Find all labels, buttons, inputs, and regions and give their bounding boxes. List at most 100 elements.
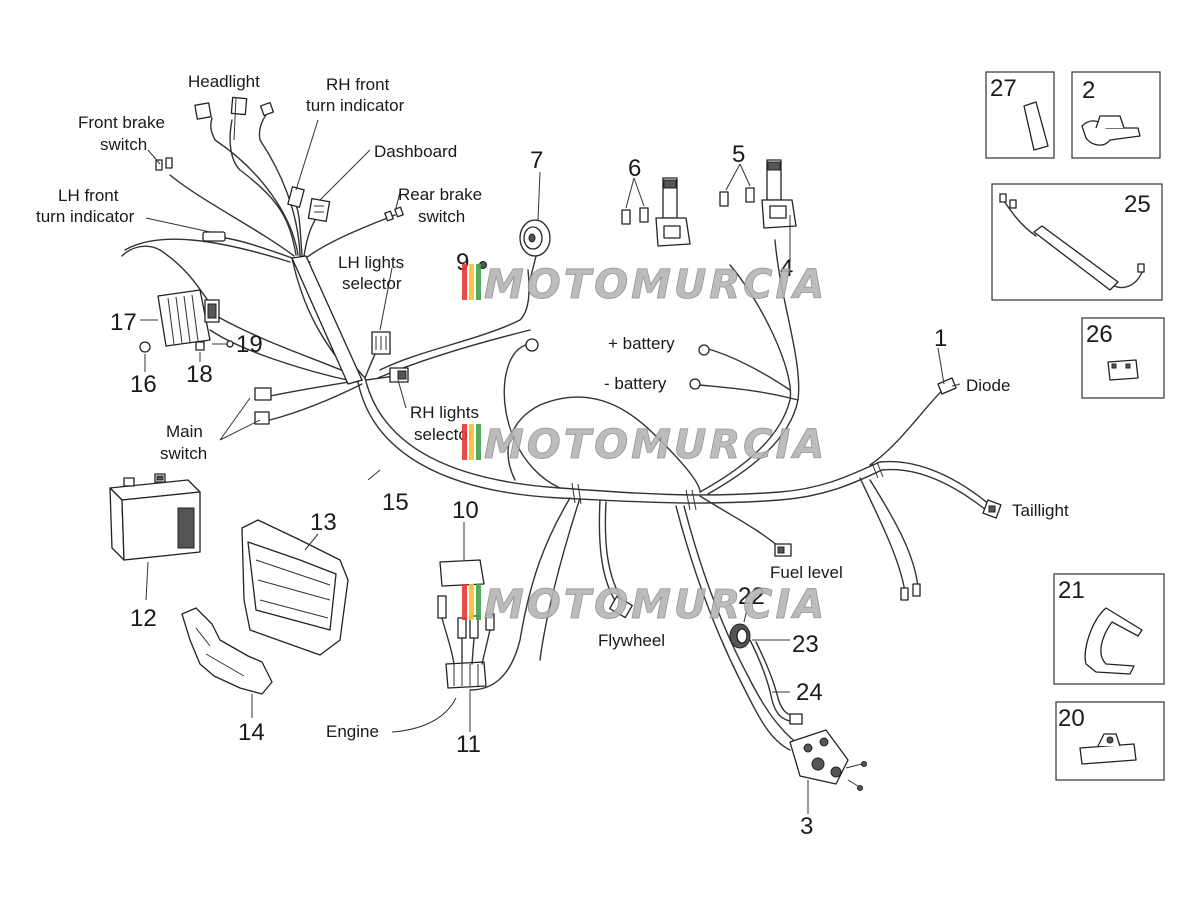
watermark-3: MOTOMURCIA: [462, 582, 827, 628]
label-taillight: Taillight: [1012, 501, 1069, 520]
part-numbers: 1 2 3 4 5 6 7 9 10 11 12 13 14 15 16 17 …: [110, 75, 1151, 840]
watermark-stripe-red: [462, 584, 467, 620]
bracket-part-14: [181, 607, 273, 718]
box-part-2: [1071, 71, 1161, 159]
label-battery-plus: + battery: [608, 334, 675, 353]
part-number-1: 1: [934, 325, 947, 352]
main-switch-connectors: [254, 387, 272, 425]
watermark-stripe-yellow: [469, 424, 474, 460]
relay-part-10: [439, 522, 485, 587]
ignition-switch-part-3: [789, 729, 867, 814]
box-part-26: [1081, 317, 1165, 399]
lh-lights-selector-connector: [371, 331, 391, 355]
fuel-level-connector: [774, 543, 792, 557]
part-number-14: 14: [238, 719, 265, 746]
label-rh-front-turn-2: turn indicator: [306, 96, 405, 115]
fuses-part-6: [621, 177, 649, 225]
box-part-25: [991, 183, 1163, 301]
front-brake-switch-connector: [155, 157, 173, 171]
label-rear-brake-1: Rear brake: [398, 185, 482, 204]
fuse-holder-right: [761, 159, 797, 255]
label-headlight: Headlight: [188, 72, 260, 91]
battery-part-12: [109, 473, 201, 601]
part-number-18: 18: [186, 361, 213, 388]
watermark-stripe-yellow: [469, 264, 474, 300]
battery-terminals: [525, 338, 710, 390]
watermark-stripe-red: [462, 264, 467, 300]
label-rh-lights-2: selector: [414, 425, 474, 444]
connector-block-part-11: [391, 595, 495, 733]
part-number-4: 4: [780, 255, 793, 282]
rh-lights-selector-connector: [389, 367, 409, 383]
part-number-17: 17: [110, 309, 137, 336]
box-part-20: [1055, 701, 1165, 781]
watermark-2: MOTOMURCIA: [462, 422, 827, 468]
label-diode: Diode: [966, 376, 1010, 395]
part-number-2: 2: [1082, 77, 1095, 104]
headlight-connectors: [194, 96, 275, 120]
fuse-holder-left: [655, 177, 691, 247]
label-fuel-level: Fuel level: [770, 563, 843, 582]
washer-part-18: [195, 341, 205, 362]
part-number-24: 24: [796, 679, 823, 706]
part-number-22: 22: [738, 583, 765, 610]
grommet-part-23: [729, 604, 790, 649]
part-number-21: 21: [1058, 577, 1085, 604]
part-number-10: 10: [452, 497, 479, 524]
part-number-12: 12: [130, 605, 157, 632]
label-dashboard: Dashboard: [374, 142, 457, 161]
rear-small-connectors: [900, 583, 921, 601]
label-rh-front-turn-1: RH front: [326, 75, 390, 94]
label-lh-front-turn-1: LH front: [58, 186, 119, 205]
part-number-16: 16: [130, 371, 157, 398]
label-main-switch-2: switch: [160, 444, 207, 463]
dashboard-connector: [307, 197, 331, 223]
part-number-11: 11: [456, 731, 481, 758]
watermark-stripe-green: [476, 424, 481, 460]
box-part-21: [1053, 573, 1165, 685]
label-flywheel: Flywheel: [598, 631, 665, 650]
cable-part-24: [749, 639, 803, 725]
watermark-text: MOTOMURCIA: [484, 582, 827, 628]
part-number-19: 19: [236, 331, 263, 358]
label-front-brake-1: Front brake: [78, 113, 165, 132]
watermark-stripe-green: [476, 264, 481, 300]
rear-brake-switch-connector: [384, 206, 404, 222]
text-labels: Headlight RH front turn indicator Front …: [36, 72, 1069, 741]
rh-front-turn-connector: [287, 186, 305, 208]
watermark-stripe-yellow: [469, 584, 474, 620]
watermark-text: MOTOMURCIA: [484, 262, 827, 308]
part-number-20: 20: [1058, 705, 1085, 732]
part-number-26: 26: [1086, 321, 1113, 348]
box-part-27: [985, 71, 1055, 159]
screw-part-16: [139, 341, 151, 372]
taillight-connector: [982, 499, 1002, 519]
label-rear-brake-2: switch: [418, 207, 465, 226]
watermark-1: MOTOMURCIA: [462, 262, 827, 308]
part-number-3: 3: [800, 813, 813, 840]
part-number-25: 25: [1124, 191, 1151, 218]
label-front-brake-2: switch: [100, 135, 147, 154]
part-number-23: 23: [792, 631, 819, 658]
part-number-13: 13: [310, 509, 337, 536]
horn-part-7: [519, 171, 551, 281]
label-battery-minus: - battery: [604, 374, 667, 393]
watermark-text: MOTOMURCIA: [484, 422, 827, 468]
label-main-switch-1: Main: [166, 422, 203, 441]
diode-part: [937, 377, 957, 395]
watermark-stripe-red: [462, 424, 467, 460]
regulator-part-17: [140, 289, 220, 347]
screw-part-19: [212, 340, 234, 348]
part-number-7: 7: [530, 147, 543, 174]
label-engine: Engine: [326, 722, 379, 741]
part-number-27: 27: [990, 75, 1017, 102]
main-wiring-harness: [121, 111, 991, 751]
battery-holder-part-13: [241, 519, 349, 656]
part-number-6: 6: [628, 155, 641, 182]
leader-lines: [145, 97, 961, 481]
label-rh-lights-1: RH lights: [410, 403, 479, 422]
fuses-part-5: [719, 163, 755, 207]
part-number-15: 15: [382, 489, 409, 516]
flywheel-connector: [609, 595, 633, 619]
